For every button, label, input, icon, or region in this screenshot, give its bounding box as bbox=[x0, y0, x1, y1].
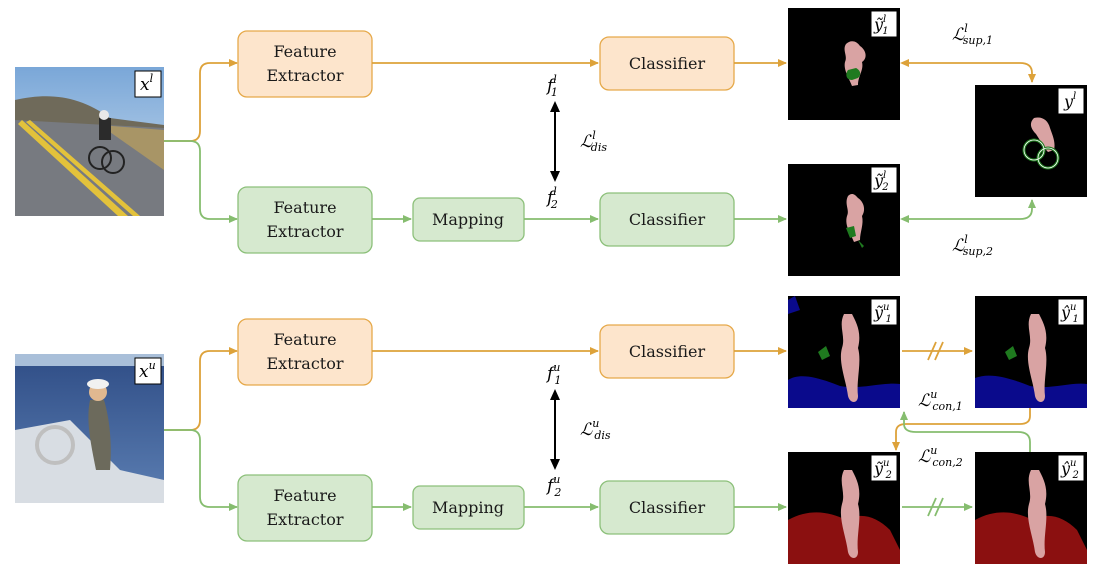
labeled-feature-extractor-1 bbox=[237, 30, 373, 98]
con2-cross-arrow bbox=[900, 411, 1031, 452]
stopgrad-slash-1b bbox=[934, 341, 944, 361]
gt-label-box bbox=[1057, 87, 1085, 115]
sup1-loss-arrow bbox=[900, 59, 1036, 83]
stopgrad-slash-2b bbox=[934, 497, 944, 517]
unlabeled-feature-extractor-2 bbox=[237, 474, 373, 542]
unlabeled-extractor2-line1: Feature bbox=[273, 486, 336, 505]
unlabeled-classifier2-label: Classifier bbox=[629, 498, 706, 517]
connector-unlabeled-to-extractor1 bbox=[164, 347, 238, 431]
labeled-extractor1-line1: Feature bbox=[273, 42, 336, 61]
u-pseudo2-label-box bbox=[1057, 454, 1085, 482]
labeled-image-label-box bbox=[134, 70, 162, 98]
unlabeled-extractor2-line2: Extractor bbox=[267, 510, 344, 529]
labeled-extractor2-line1: Feature bbox=[273, 198, 336, 217]
stopgrad-slash-2a bbox=[927, 497, 937, 517]
labeled-image-label: xl bbox=[140, 72, 154, 95]
connector-labeled-to-extractor1 bbox=[164, 59, 238, 142]
unlabeled-extractor1-line2: Extractor bbox=[267, 354, 344, 373]
pred1-label-box bbox=[870, 10, 898, 38]
connector-unlabeled-to-extractor2 bbox=[164, 429, 238, 511]
labeled-extractor2-line2: Extractor bbox=[267, 222, 344, 241]
con1-cross-arrow bbox=[892, 408, 1031, 451]
labeled-extractor1-line2: Extractor bbox=[267, 66, 344, 85]
unlabeled-extractor1-line1: Feature bbox=[273, 330, 336, 349]
labeled-pred-mask-2 bbox=[788, 164, 900, 276]
labeled-feature-extractor-2 bbox=[237, 186, 373, 254]
unlabeled-image-label-box bbox=[134, 357, 162, 385]
connector-labeled-to-extractor2 bbox=[164, 140, 238, 223]
labeled-classifier2-label: Classifier bbox=[629, 210, 706, 229]
stopgrad-slash-1a bbox=[927, 341, 937, 361]
sup2-loss-arrow bbox=[900, 199, 1036, 223]
u-pseudo1-label-box bbox=[1057, 298, 1085, 326]
u-pred2-label-box bbox=[870, 454, 898, 482]
pred2-label-box bbox=[870, 166, 898, 194]
labeled-mapping-label: Mapping bbox=[432, 210, 504, 229]
unlabeled-input-image bbox=[15, 354, 164, 503]
unlabeled-mapping-label: Mapping bbox=[432, 498, 504, 517]
unlabeled-feature-extractor-1 bbox=[237, 318, 373, 386]
unlabeled-classifier1-label: Classifier bbox=[629, 342, 706, 361]
u-pred1-label-box bbox=[870, 298, 898, 326]
labeled-classifier1-label: Classifier bbox=[629, 54, 706, 73]
unlabeled-image-label: xu bbox=[139, 359, 156, 382]
ground-truth-label: yl bbox=[1063, 91, 1076, 111]
